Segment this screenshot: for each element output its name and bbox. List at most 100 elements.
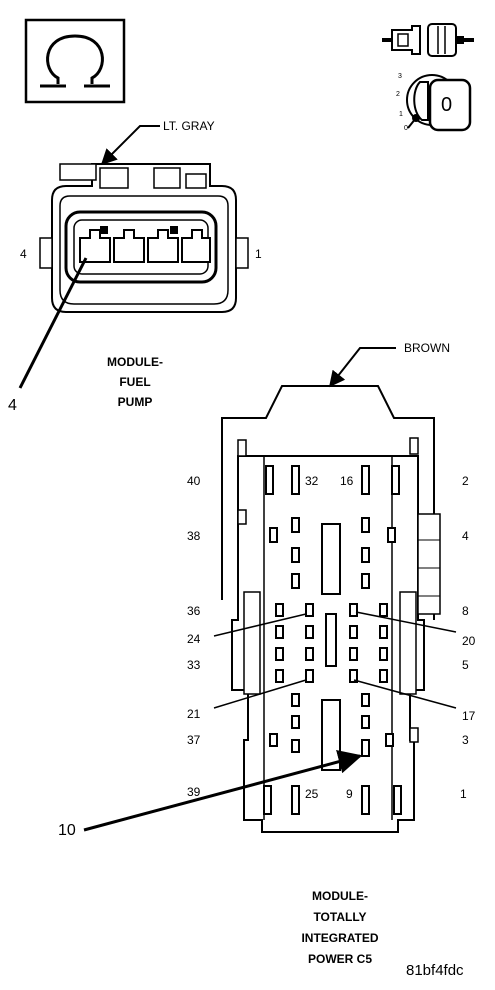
tipm-callout-pin: 10: [58, 822, 76, 839]
ignition-key-off-icon: [406, 74, 472, 132]
pin-cavity: [113, 229, 145, 263]
pin-cavity: [387, 527, 396, 543]
tipm-pin-label: 17: [462, 709, 476, 723]
fuel-pump-pin-left: 4: [20, 247, 27, 261]
pin-cavity: [275, 625, 284, 639]
pin-leader-line: [353, 679, 457, 709]
pin-cavity: [361, 785, 370, 815]
title-line: MODULE-: [312, 889, 368, 903]
pin-cavity: [349, 603, 358, 617]
tipm-pin-label: 39: [187, 785, 201, 799]
pin-cavity: [269, 527, 278, 543]
pin-cavity: [291, 785, 300, 815]
pin-cavity: [393, 785, 402, 815]
pin-cavity: [275, 647, 284, 661]
tipm-pin-label: 21: [187, 707, 201, 721]
key-position-label: 0: [404, 125, 408, 132]
tipm-pin-label: 25: [305, 787, 319, 801]
title-line: FUEL: [119, 375, 151, 389]
wire-color-leader: [329, 347, 396, 388]
key-position-label: 3: [398, 73, 402, 80]
pin-leader-line: [213, 679, 307, 709]
pin-cavity: [361, 693, 370, 707]
tipm-pin-label: 20: [462, 634, 476, 648]
fuel-pump-connector: [39, 163, 249, 313]
pin-cavity: [291, 715, 300, 729]
pin-cavity: [291, 517, 300, 533]
tipm-wire-color: BROWN: [404, 341, 450, 355]
pin-10-callout-line: [83, 750, 363, 832]
tipm-pin-label: 5: [462, 658, 469, 672]
fuel-pump-callout-pin: 4: [8, 397, 17, 414]
tipm-pin-label: 32: [305, 474, 319, 488]
pin-cavity: [361, 739, 370, 757]
tipm-pin-label: 3: [462, 733, 469, 747]
wire-color-leader: [100, 125, 160, 166]
pin-cavity: [361, 547, 370, 563]
tipm-pin-label: 2: [462, 474, 469, 488]
pin-cavity: [305, 603, 314, 617]
pin-cavity: [291, 465, 300, 495]
pin-cavity: [291, 547, 300, 563]
fuel-pump-pin-right: 1: [255, 247, 262, 261]
pin-cavity: [349, 647, 358, 661]
pin-cavity: [181, 229, 211, 263]
title-line: POWER C5: [307, 952, 372, 966]
pin-cavity: [349, 625, 358, 639]
pin-cavity: [265, 465, 274, 495]
tipm-pin-label: 33: [187, 658, 201, 672]
key-position-label: 1: [399, 111, 403, 118]
pin-cavity: [305, 625, 314, 639]
pin-cavity: [321, 523, 341, 595]
tipm-title: MODULE- TOTALLY INTEGRATED POWER C5: [270, 886, 410, 970]
tipm-pin-label: 38: [187, 529, 201, 543]
pin-cavity: [147, 229, 179, 263]
tipm-pin-label: 16: [340, 474, 354, 488]
title-line: PUMP: [117, 395, 153, 409]
pin-cavity: [379, 647, 388, 661]
pin-cavity: [349, 669, 358, 683]
tipm-pin-label: 1: [460, 787, 467, 801]
tipm-pin-label: 36: [187, 604, 201, 618]
pin-cavity: [291, 693, 300, 707]
pin-cavity: [269, 733, 278, 747]
key-state-label: 0: [441, 94, 453, 116]
tipm-pin-label: 8: [462, 604, 469, 618]
pin-cavity: [361, 715, 370, 729]
tipm-pin-label: 24: [187, 632, 201, 646]
pin-cavity: [361, 573, 370, 589]
ohm-symbol-icon: [24, 18, 126, 104]
key-position-label: 2: [396, 91, 400, 98]
pin-cavity: [391, 465, 400, 495]
pin-4-callout-line: [18, 257, 88, 389]
figure-code: 81bf4fdc: [406, 962, 464, 979]
pin-cavity: [275, 603, 284, 617]
pin-cavity: [263, 785, 272, 815]
pin-cavity: [361, 465, 370, 495]
pin-cavity: [305, 669, 314, 683]
tipm-pin-label: 4: [462, 529, 469, 543]
tipm-pin-label: 9: [346, 787, 353, 801]
pin-cavity: [305, 647, 314, 661]
pin-cavity: [291, 573, 300, 589]
pin-cavity: [379, 625, 388, 639]
tipm-pin-label: 37: [187, 733, 201, 747]
connector-disconnect-icon: [382, 23, 474, 57]
tipm-pin-label: 40: [187, 474, 201, 488]
title-line: TOTALLY: [313, 910, 367, 924]
tipm-c5-connector: [221, 385, 441, 833]
pin-cavity: [291, 739, 300, 753]
pin-cavity: [79, 229, 111, 263]
pin-cavity: [379, 603, 388, 617]
title-line: MODULE-: [107, 355, 163, 369]
pin-cavity: [379, 669, 388, 683]
pin-leader-line: [213, 613, 307, 637]
title-line: INTEGRATED: [301, 931, 379, 945]
pin-cavity: [385, 733, 394, 747]
pin-leader-line: [355, 611, 457, 633]
fuel-pump-wire-color: LT. GRAY: [163, 119, 215, 133]
fuel-pump-title: MODULE- FUEL PUMP: [90, 352, 180, 412]
pin-cavity: [361, 517, 370, 533]
pin-cavity: [321, 699, 341, 771]
